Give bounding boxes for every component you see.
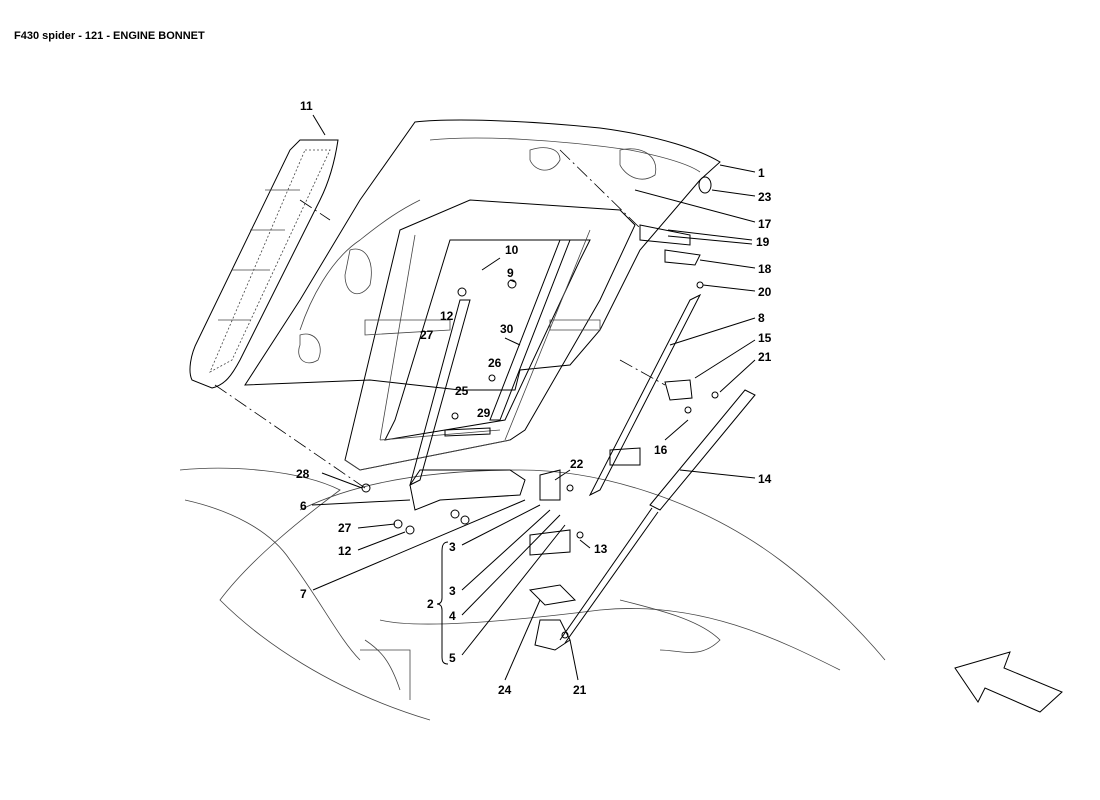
callout-27-upper: 27: [420, 328, 434, 342]
callout-24: 24: [498, 683, 512, 697]
callout-7: 7: [300, 587, 307, 601]
callout-13: 13: [594, 542, 608, 556]
leader-lines: [311, 114, 756, 681]
callout-17: 17: [758, 217, 772, 231]
callout-22: 22: [570, 457, 584, 471]
callout-4: 4: [449, 609, 456, 623]
seal-strip-lower: [444, 427, 491, 437]
callout-5: 5: [449, 651, 456, 665]
callout-9: 9: [507, 266, 514, 280]
small-parts: [361, 176, 719, 651]
callout-26: 26: [488, 356, 502, 370]
callout-23: 23: [758, 190, 772, 204]
callout-3-lower: 3: [449, 584, 456, 598]
grille-panel: [189, 139, 339, 389]
callout-25: 25: [455, 384, 469, 398]
callout-12-upper: 12: [440, 309, 454, 323]
callout-18: 18: [758, 262, 772, 276]
hinge-arms: [409, 293, 702, 511]
callout-11: 11: [300, 99, 313, 113]
callout-15: 15: [758, 331, 772, 345]
callout-12-lower: 12: [338, 544, 352, 558]
seal-strip: [489, 239, 571, 421]
page-title: F430 spider - 121 - ENGINE BONNET: [14, 30, 205, 42]
callout-14: 14: [758, 472, 772, 486]
callout-29: 29: [477, 406, 491, 420]
callout-21-lower: 21: [573, 683, 587, 697]
callout-6: 6: [300, 499, 307, 513]
callout-19: 19: [756, 235, 770, 249]
callout-27-lower: 27: [338, 521, 352, 535]
callout-20: 20: [758, 285, 772, 299]
callout-10: 10: [505, 243, 519, 257]
callout-30: 30: [500, 322, 514, 336]
callout-1: 1: [758, 166, 765, 180]
callout-labels: 1 23 17 19 18 20 8 15 21 16 14 11 10 9 1…: [296, 99, 772, 697]
callout-2: 2: [427, 597, 434, 611]
gas-strut: [559, 389, 756, 644]
car-body-outline: [179, 467, 886, 721]
view-direction-arrow-icon: [954, 651, 1063, 713]
callout-8: 8: [758, 311, 765, 325]
callout-28: 28: [296, 467, 310, 481]
assembly-dash-lines: [214, 149, 666, 489]
callout-3-upper: 3: [449, 540, 456, 554]
bonnet-inner-frame: [344, 199, 636, 471]
callout-21-upper: 21: [758, 350, 772, 364]
engine-bonnet: [244, 119, 721, 391]
callout-16: 16: [654, 443, 668, 457]
